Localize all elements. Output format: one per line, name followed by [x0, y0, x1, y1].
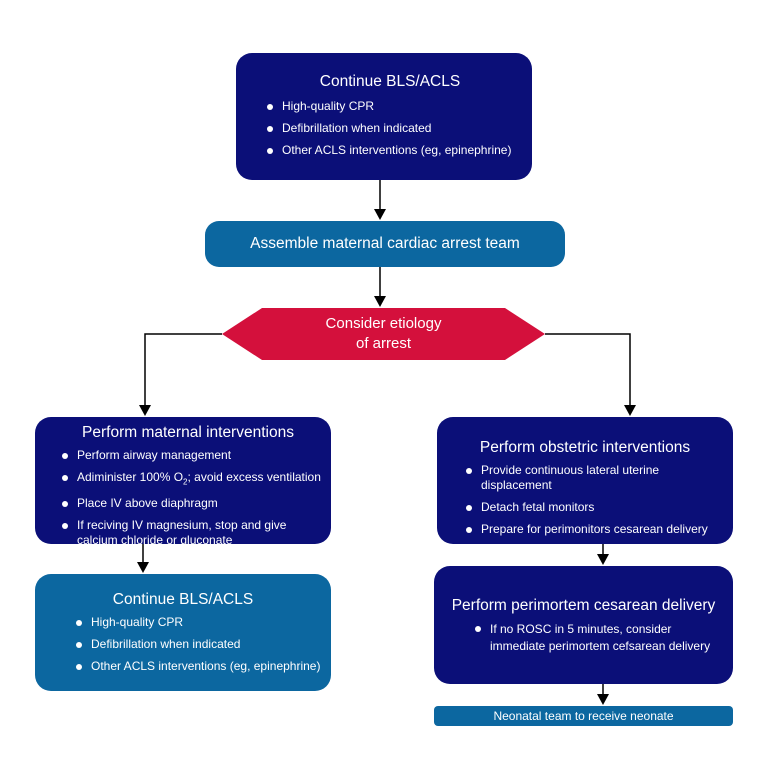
perimortem-cesarean-box: Perform perimortem cesarean delivery If … [434, 566, 733, 684]
list-item: Provide continuous lateral uterine displ… [466, 463, 725, 493]
list-item: High-quality CPR [267, 99, 520, 114]
list-item: Place IV above diaphragm [62, 496, 321, 511]
maternal-interventions-box: Perform maternal interventions Perform a… [35, 417, 331, 547]
obstetric-interventions-box: Perform obstetric interventions Provide … [437, 417, 733, 544]
box-title: Continue BLS/ACLS [319, 73, 461, 90]
list-item: High-quality CPR [76, 615, 321, 630]
list-item: Defibrillation when indicated [267, 121, 520, 136]
list-item: Perform airway management [62, 448, 321, 463]
list-item: Other ACLS interventions (eg, epinephrin… [76, 659, 321, 673]
list-item: Prepare for perimonitors cesarean delive… [466, 522, 725, 537]
etiology-line1: Consider etiology [325, 315, 442, 332]
etiology-label: Consider etiology of arrest [262, 308, 505, 360]
list-item: Detach fetal monitors [466, 500, 725, 515]
box-title: Perform perimortem cesarean delivery [451, 597, 716, 614]
assemble-team-box: Assemble maternal cardiac arrest team [205, 221, 565, 267]
list-item: Adiminister 100% O2; avoid excess ventil… [62, 470, 321, 489]
box-title: Perform obstetric interventions [479, 439, 691, 456]
etiology-hexagon [222, 308, 545, 360]
list-item: If no ROSC in 5 minutes, consider immedi… [475, 621, 723, 655]
box-title: Continue BLS/ACLS [112, 591, 254, 608]
team-label: Assemble maternal cardiac arrest team [250, 235, 520, 252]
box-title: Perform maternal interventions [82, 424, 294, 441]
neonatal-team-bar: Neonatal team to receive neonate [434, 706, 733, 726]
list-item: Defibrillation when indicated [76, 637, 321, 652]
arrow-etiology-to-obstetric [545, 333, 631, 408]
continue-bls-acls-box: Continue BLS/ACLS High-quality CPR Defib… [236, 53, 532, 180]
continue-bls-acls-box-2: Continue BLS/ACLS High-quality CPR Defib… [35, 574, 331, 691]
neonatal-label: Neonatal team to receive neonate [493, 709, 674, 723]
list-item: Other ACLS interventions (eg, epinephrin… [267, 143, 520, 158]
etiology-line2: of arrest [355, 335, 412, 352]
arrow-etiology-to-maternal [144, 333, 222, 408]
list-item: If reciving IV magnesium, stop and give … [62, 518, 321, 548]
